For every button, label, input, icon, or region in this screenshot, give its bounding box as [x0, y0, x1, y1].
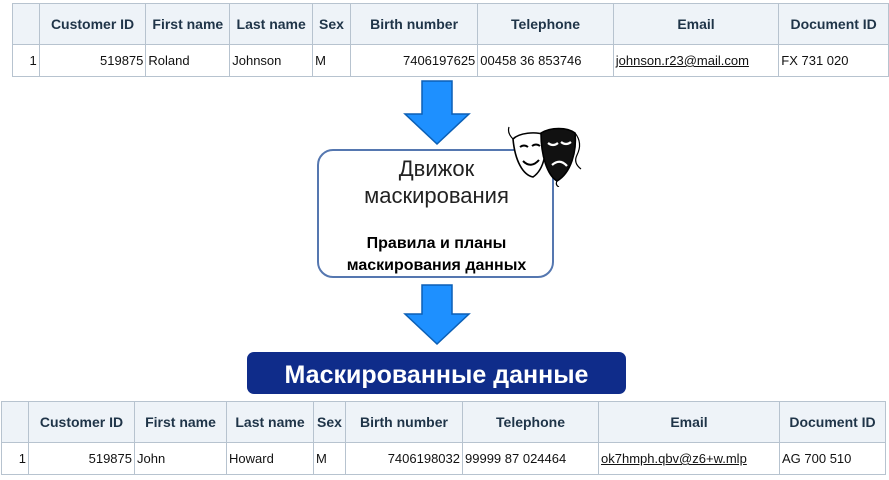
last-name-cell: Johnson	[229, 44, 314, 77]
sex-header: Sex	[313, 401, 346, 443]
table-row: 1 519875 Roland Johnson M 7406197625 004…	[12, 44, 889, 77]
telephone-header: Telephone	[477, 3, 614, 45]
email-header: Email	[612, 3, 780, 45]
email-link[interactable]: johnson.r23@mail.com	[612, 44, 780, 77]
row-number-header	[1, 401, 29, 443]
sex-header: Sex	[312, 3, 351, 45]
theater-masks-icon	[507, 126, 582, 187]
first-name-header: First name	[134, 401, 227, 443]
document-id-cell: FX 731 020	[778, 44, 889, 77]
engine-title-line: маскирования	[364, 183, 509, 208]
table-header-row: Customer ID First name Last name Sex Bir…	[1, 401, 886, 443]
table-header-row: Customer ID First name Last name Sex Bir…	[12, 3, 889, 45]
document-id-header: Document ID	[779, 401, 886, 443]
masked-data-table: Customer ID First name Last name Sex Bir…	[1, 401, 886, 475]
sex-cell: M	[312, 44, 351, 77]
birth-number-header: Birth number	[349, 3, 479, 45]
down-arrow-icon	[403, 80, 471, 146]
table-row: 1 519875 John Howard M 7406198032 99999 …	[1, 442, 886, 475]
last-name-header: Last name	[226, 401, 314, 443]
first-name-header: First name	[145, 3, 231, 45]
telephone-cell: 99999 87 024464	[462, 442, 599, 475]
engine-subtitle-line: маскирования данных	[346, 257, 527, 274]
down-arrow-icon	[403, 284, 471, 346]
masked-data-banner: Маскированные данные	[247, 352, 626, 394]
customer-id-header: Customer ID	[38, 3, 147, 45]
masking-engine-title: Движок маскирования	[319, 155, 554, 209]
email-header: Email	[598, 401, 780, 443]
sex-cell: M	[313, 442, 346, 475]
masking-rules-caption: Правила и планы маскирования данных	[319, 233, 554, 277]
telephone-cell: 00458 36 853746	[477, 44, 614, 77]
customer-id-cell: 519875	[28, 442, 135, 475]
row-number-header	[12, 3, 40, 45]
document-id-cell: AG 700 510	[779, 442, 886, 475]
first-name-cell: John	[134, 442, 227, 475]
email-link[interactable]: ok7hmph.qbv@z6+w.mlp	[598, 442, 780, 475]
last-name-header: Last name	[229, 3, 314, 45]
engine-title-line: Движок	[398, 156, 475, 181]
last-name-cell: Howard	[226, 442, 314, 475]
telephone-header: Telephone	[462, 401, 599, 443]
source-data-table: Customer ID First name Last name Sex Bir…	[12, 3, 889, 77]
masking-engine-box: Движок маскирования Правила и планы маск…	[317, 149, 554, 278]
birth-number-cell: 7406198032	[345, 442, 463, 475]
row-number: 1	[12, 44, 40, 77]
first-name-cell: Roland	[145, 44, 231, 77]
document-id-header: Document ID	[778, 3, 889, 45]
customer-id-cell: 519875	[38, 44, 147, 77]
birth-number-header: Birth number	[345, 401, 463, 443]
customer-id-header: Customer ID	[28, 401, 135, 443]
engine-subtitle-line: Правила и планы	[366, 235, 507, 252]
row-number: 1	[1, 442, 29, 475]
birth-number-cell: 7406197625	[349, 44, 479, 77]
